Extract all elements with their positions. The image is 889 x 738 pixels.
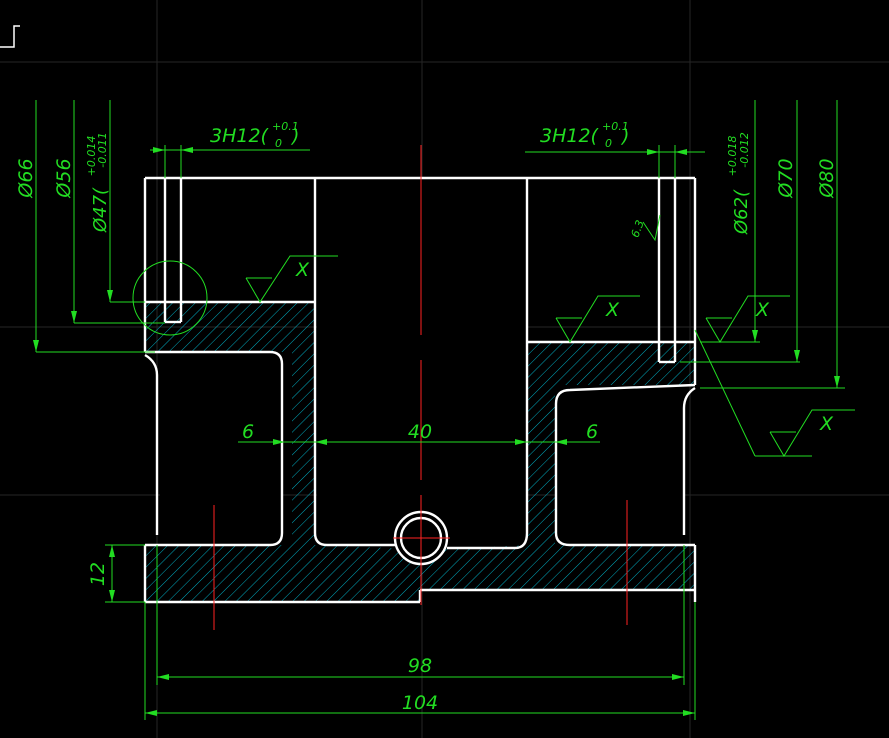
center-lines bbox=[213, 145, 628, 630]
roughness-symbols bbox=[245, 214, 855, 457]
surface-label-4: X bbox=[819, 413, 834, 435]
detail-circle bbox=[132, 260, 208, 336]
part-outline bbox=[143, 176, 697, 604]
dim-groove-right-tol-lower: 0 bbox=[605, 137, 612, 150]
dim-dia-62-tol-upper: +0.018 bbox=[726, 136, 739, 177]
dim-dia-66: Ø66 bbox=[15, 158, 37, 198]
dim-groove-right: 3H12( bbox=[540, 125, 600, 147]
dim-groove-right-tol-upper: +0.1 bbox=[602, 120, 629, 133]
ucs-icon bbox=[0, 25, 20, 48]
dim-dia-62-tol-lower: -0.012 bbox=[738, 132, 751, 167]
dim-dia-80: Ø80 bbox=[816, 158, 838, 198]
dim-wall-left: 6 bbox=[242, 421, 254, 443]
dim-groove-left-tol-lower: 0 bbox=[275, 137, 282, 150]
dim-groove-right-close: ) bbox=[620, 125, 629, 147]
surface-label-1: X bbox=[295, 259, 310, 281]
dimension-texts: 104 98 40 6 6 12 Ø66 Ø56 Ø47( +0.014 -0.… bbox=[15, 120, 838, 714]
dim-bore: 40 bbox=[408, 421, 432, 443]
dimension-lines bbox=[33, 100, 845, 720]
dim-width-overall: 104 bbox=[402, 692, 438, 714]
section-hatch bbox=[145, 302, 695, 602]
dim-dia-47-tol-lower: -0.011 bbox=[96, 132, 109, 167]
dim-groove-left-tol-upper: +0.1 bbox=[272, 120, 299, 133]
dim-wall-right: 6 bbox=[586, 421, 598, 443]
surface-label-3: X bbox=[755, 299, 770, 321]
dim-width-inner: 98 bbox=[408, 655, 432, 677]
dim-groove-left-close: ) bbox=[290, 125, 299, 147]
dim-base-height: 12 bbox=[87, 562, 109, 586]
dim-dia-70: Ø70 bbox=[775, 158, 797, 198]
dim-dia-62: Ø62( bbox=[731, 189, 752, 235]
dim-dia-47: Ø47( bbox=[90, 187, 111, 233]
dim-dia-56: Ø56 bbox=[53, 158, 75, 198]
roughness-value: 6.3 bbox=[629, 218, 647, 239]
dim-groove-left: 3H12( bbox=[210, 125, 270, 147]
cavity-masks bbox=[160, 178, 685, 545]
surface-label-2: X bbox=[605, 299, 620, 321]
dim-dia-47-tol-upper: +0.014 bbox=[85, 136, 98, 177]
